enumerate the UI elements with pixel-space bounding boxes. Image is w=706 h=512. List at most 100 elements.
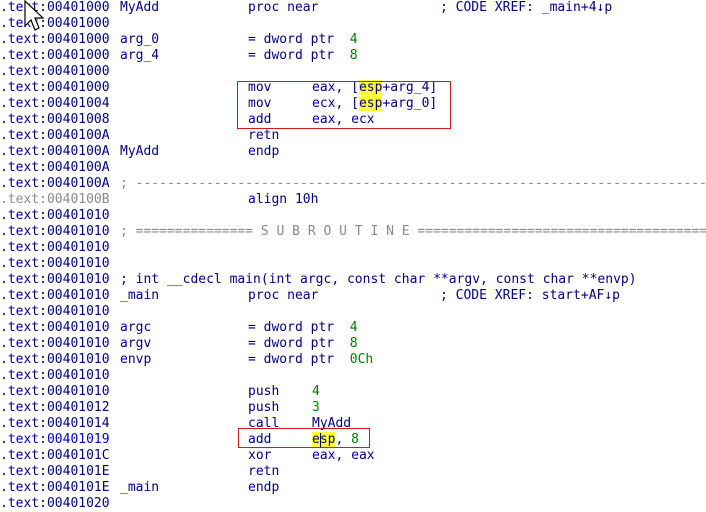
operand-text: eax, eax <box>312 448 375 463</box>
address[interactable]: .text:0040100A <box>0 144 110 159</box>
instruction-mnemonic: add <box>248 432 272 447</box>
operand-text: eax, ecx <box>312 112 375 127</box>
address[interactable]: .text:00401010 <box>0 352 110 367</box>
address[interactable]: .text:00401000 <box>0 80 110 95</box>
symbol-label[interactable]: arg_0 <box>120 32 160 47</box>
symbol-label[interactable]: _main <box>120 480 160 495</box>
instruction-operands[interactable]: 4 <box>312 384 320 400</box>
address[interactable]: .text:0040100A <box>0 176 110 191</box>
address[interactable]: .text:00401020 <box>0 496 110 511</box>
listing-line[interactable]: .text:00401010 <box>0 256 706 272</box>
address[interactable]: .text:0040100A <box>0 160 110 175</box>
instruction-mnemonic: xor <box>248 448 272 463</box>
listing-line[interactable]: .text:00401020 <box>0 496 706 512</box>
address[interactable]: .text:0040101E <box>0 464 110 479</box>
address[interactable]: .text:00401012 <box>0 400 110 415</box>
symbol-label[interactable]: MyAdd <box>120 144 160 159</box>
xref-comment[interactable]: ; CODE XREF: _main+4↓p <box>440 0 613 15</box>
listing-line[interactable]: .text:00401010 argc = dword ptr 4 <box>0 320 706 336</box>
symbol-label[interactable]: argv <box>120 336 152 351</box>
address[interactable]: .text:00401010 <box>0 304 110 319</box>
listing-line[interactable]: .text:00401000 <box>0 64 706 80</box>
address[interactable]: .text:00401010 <box>0 240 110 255</box>
instruction-operands[interactable]: ecx, [esp+arg_0] <box>312 96 437 112</box>
address[interactable]: .text:00401000 <box>0 32 110 47</box>
numeric-operand: 4 <box>349 32 358 47</box>
listing-line[interactable]: .text:00401010; int __cdecl main(int arg… <box>0 272 706 288</box>
operand-text: , <box>335 432 352 447</box>
listing-line[interactable]: .text:00401000 <box>0 16 706 32</box>
numeric-operand: 0Ch <box>349 352 374 367</box>
instruction-operands[interactable]: eax, eax <box>312 448 375 464</box>
address[interactable]: .text:00401019 <box>0 432 110 447</box>
listing-line[interactable]: .text:00401014 call MyAdd <box>0 416 706 432</box>
instruction-operands[interactable]: esp, 8 <box>312 432 359 448</box>
instruction-mnemonic: call <box>248 416 280 431</box>
address[interactable]: .text:00401010 <box>0 320 110 335</box>
address[interactable]: .text:00401010 <box>0 336 110 351</box>
listing-line[interactable]: .text:00401010 <box>0 304 706 320</box>
symbol-label[interactable]: arg_4 <box>120 48 160 63</box>
address[interactable]: .text:0040100A <box>0 128 110 143</box>
highlighted-register[interactable]: esp <box>312 432 336 447</box>
instruction-operands[interactable]: 3 <box>312 400 320 416</box>
symbol-label[interactable]: envp <box>120 352 152 367</box>
separator-comment: ; --------------------------------------… <box>120 176 706 191</box>
listing-line[interactable]: .text:00401019 add esp, 8 <box>0 432 706 448</box>
symbol-label[interactable]: MyAdd <box>120 0 160 15</box>
instruction-operands[interactable]: eax, ecx <box>312 112 375 128</box>
address[interactable]: .text:0040100B <box>0 192 110 207</box>
symbol-label[interactable]: argc <box>120 320 152 335</box>
numeric-operand: 4 <box>349 320 358 335</box>
address[interactable]: .text:00401010 <box>0 224 110 239</box>
listing-line[interactable]: .text:00401010 <box>0 368 706 384</box>
highlighted-register[interactable]: esp <box>358 96 383 111</box>
address[interactable]: .text:00401008 <box>0 112 110 127</box>
listing-line[interactable]: .text:0040100A <box>0 160 706 176</box>
symbol-label[interactable]: _main <box>120 288 160 303</box>
listing-line[interactable]: .text:00401010 envp = dword ptr 0Ch <box>0 352 706 368</box>
listing-line[interactable]: .text:0040100A ; ------------------------… <box>0 176 706 192</box>
address[interactable]: .text:00401004 <box>0 96 110 111</box>
address[interactable]: .text:00401010 <box>0 208 110 223</box>
listing-line[interactable]: .text:00401010 <box>0 240 706 256</box>
numeric-operand: 4 <box>312 384 320 399</box>
listing-line[interactable]: .text:00401010; =============== S U B R … <box>0 224 706 240</box>
directive: = dword ptr 4 <box>248 320 358 335</box>
address[interactable]: .text:00401010 <box>0 256 110 271</box>
address[interactable]: .text:00401000 <box>0 64 110 79</box>
numeric-operand: 8 <box>351 432 359 447</box>
xref-comment[interactable]: ; CODE XREF: start+AF↓p <box>440 288 621 303</box>
address[interactable]: .text:00401000 <box>0 16 110 31</box>
address[interactable]: .text:00401000 <box>0 0 110 15</box>
directive: = dword ptr 0Ch <box>248 352 374 367</box>
listing-line[interactable]: .text:00401010 <box>0 208 706 224</box>
address[interactable]: .text:00401014 <box>0 416 110 431</box>
address[interactable]: .text:0040101C <box>0 448 110 463</box>
address[interactable]: .text:00401010 <box>0 288 110 303</box>
address[interactable]: .text:00401010 <box>0 272 110 287</box>
instruction-operands[interactable]: eax, [esp+arg_4] <box>312 80 437 96</box>
instruction-operands[interactable]: MyAdd <box>312 416 351 432</box>
highlighted-register[interactable]: esp <box>358 80 383 95</box>
address[interactable]: .text:00401010 <box>0 368 110 383</box>
listing-line[interactable]: .text:0040101C xor eax, eax <box>0 448 706 464</box>
address[interactable]: .text:00401000 <box>0 48 110 63</box>
address[interactable]: .text:00401010 <box>0 384 110 399</box>
address[interactable]: .text:0040101E <box>0 480 110 495</box>
